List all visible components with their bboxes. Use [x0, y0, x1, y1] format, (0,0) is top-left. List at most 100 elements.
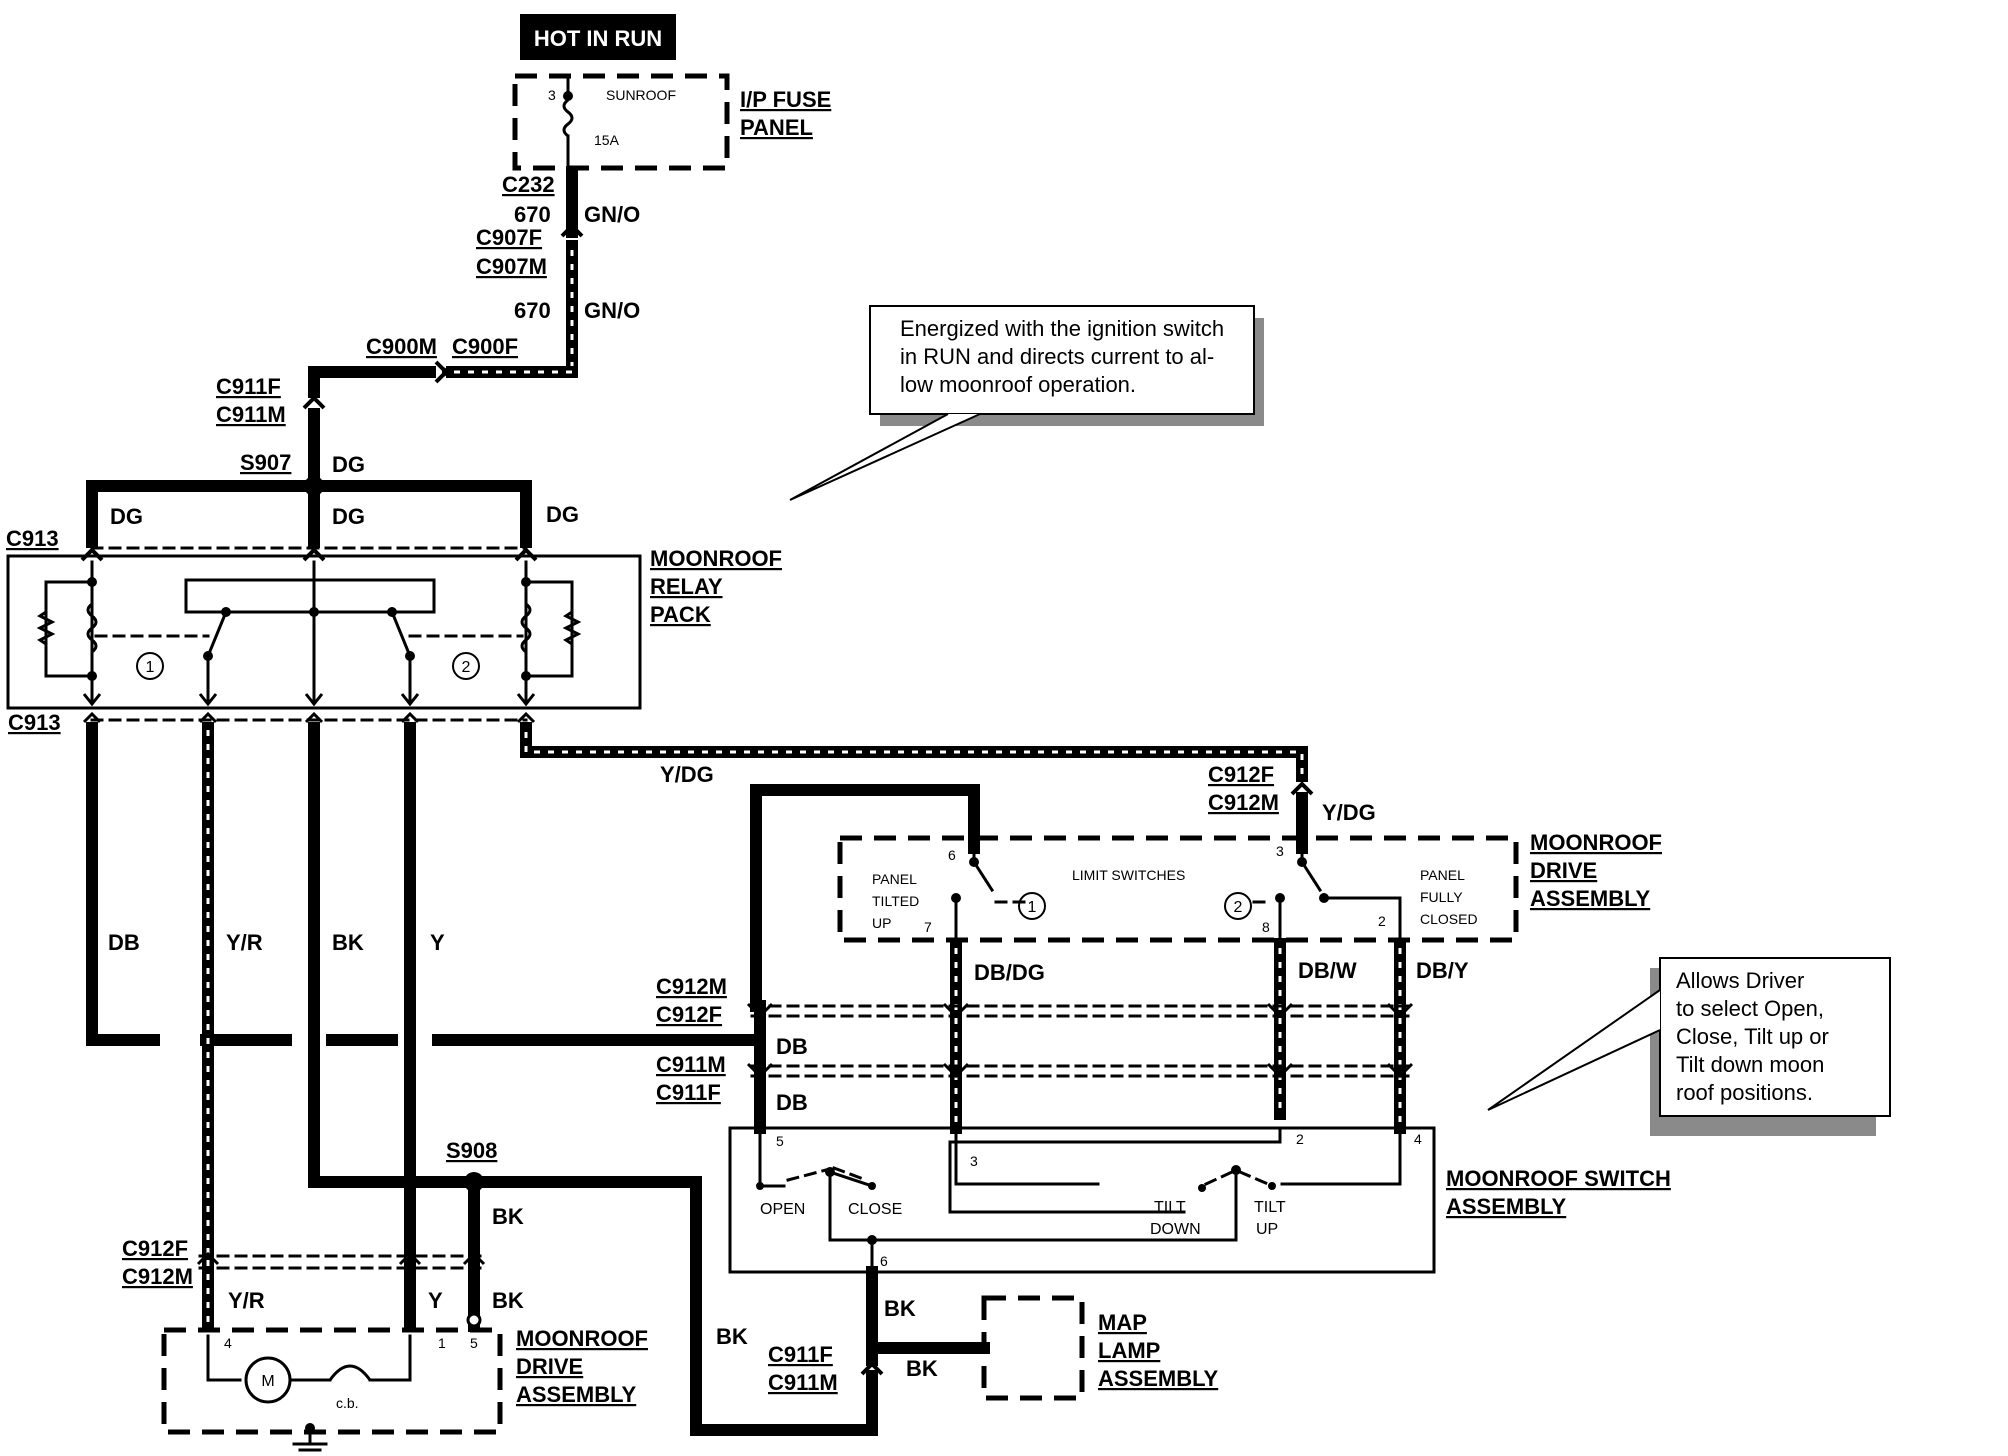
- motor-label: M: [261, 1373, 274, 1390]
- hot-in-run-banner: HOT IN RUN: [520, 14, 676, 60]
- drive-top-pin7: 7: [924, 919, 932, 935]
- drive-to-switch-wires: DB/DG DB/W DB/Y DB DB C912M C912F C911M …: [656, 938, 1469, 1134]
- fuse-name: SUNROOF: [606, 87, 676, 103]
- dg-center: DG: [332, 504, 365, 529]
- circuit-670-b: 670: [514, 298, 551, 323]
- bk-switch: BK: [884, 1296, 916, 1321]
- db-y: DB/Y: [1416, 958, 1469, 983]
- relay-note-callout: Energized with the ignition switch in RU…: [789, 305, 1264, 501]
- y-r-motor: Y/R: [228, 1288, 265, 1313]
- panel-closed-1: PANEL: [1420, 867, 1465, 883]
- fuse-panel-label-2: PANEL: [740, 115, 813, 140]
- switch-pin6: 6: [880, 1253, 888, 1269]
- cb-label: c.b.: [336, 1395, 359, 1411]
- panel-closed-2: FULLY: [1420, 889, 1463, 905]
- s907-dg-distribution: S907 DG DG DG DG C913: [6, 450, 579, 562]
- limit-switch-2: 2: [1234, 899, 1243, 916]
- relay-output-wires: C913 DB Y/R BK Y Y/DG: [8, 710, 1308, 1266]
- relay1-coil-icon: [86, 602, 98, 654]
- db-mid-1: DB: [776, 1034, 808, 1059]
- switch-close-label: CLOSE: [848, 1201, 902, 1218]
- switch-pin2: 2: [1296, 1131, 1304, 1147]
- c912m-right-label: C912M: [1208, 790, 1279, 815]
- panel-tilted-3: UP: [872, 915, 891, 931]
- c907m-label: C907M: [476, 254, 547, 279]
- switch-tilt-up-2: UP: [1256, 1221, 1278, 1238]
- db-dg: DB/DG: [974, 960, 1045, 985]
- dg-s907: DG: [332, 452, 365, 477]
- c911m-bottom-label: C911M: [768, 1370, 838, 1395]
- switch-note-line-4: Tilt down moon: [1676, 1052, 1824, 1077]
- bk-left: BK: [332, 930, 364, 955]
- switch-note-line-1: Allows Driver: [1676, 968, 1804, 993]
- relay2-resistor-icon: [562, 610, 582, 646]
- relay1-resistor-icon: [36, 610, 56, 646]
- map-lamp-label-2: LAMP: [1098, 1338, 1160, 1363]
- fuse-icon: [562, 98, 574, 138]
- drive-bottom-pin1: 1: [438, 1335, 446, 1351]
- relay1-number: 1: [146, 659, 155, 676]
- circuit-670-a: 670: [514, 202, 551, 227]
- limit-switch-1: 1: [1028, 899, 1037, 916]
- switch-pin4: 4: [1414, 1131, 1422, 1147]
- y-motor: Y: [428, 1288, 443, 1313]
- s908-label: S908: [446, 1138, 497, 1163]
- relay-pack-label-1: MOONROOF: [650, 546, 782, 571]
- connector-c907-icon: [560, 223, 584, 238]
- switch-assembly-label-1: MOONROOF SWITCH: [1446, 1166, 1671, 1191]
- moonroof-switch-assembly: 5 3 2 4 6 OPEN CLOSE TILT DOWN TILT UP M…: [728, 1126, 1671, 1274]
- drive-top-pin8: 8: [1262, 919, 1270, 935]
- drive-bottom-pin4: 4: [224, 1335, 232, 1351]
- c913-bottom-label: C913: [8, 710, 61, 735]
- c911f-mid-label: C911F: [656, 1080, 721, 1105]
- drive-bottom-label-1: MOONROOF: [516, 1326, 648, 1351]
- dg-left: DG: [110, 504, 143, 529]
- map-lamp-label-3: ASSEMBLY: [1098, 1366, 1219, 1391]
- switch-tilt-down-2: DOWN: [1150, 1221, 1201, 1238]
- c912f-mid-label: C912F: [656, 1002, 722, 1027]
- dg-right: DG: [546, 502, 579, 527]
- drive-top-label-3: ASSEMBLY: [1530, 886, 1651, 911]
- switch-tilt-up-1: TILT: [1254, 1199, 1286, 1216]
- s907-label: S907: [240, 450, 291, 475]
- switch-note-line-2: to select Open,: [1676, 996, 1824, 1021]
- c907f-label: C907F: [476, 225, 542, 250]
- c912m-mid-label: C912M: [656, 974, 727, 999]
- fuse-rating: 15A: [594, 132, 620, 148]
- relay2-coil-icon: [520, 602, 532, 654]
- db-left: DB: [108, 930, 140, 955]
- switch-pin3: 3: [970, 1153, 978, 1169]
- connector-c911-top-icon: [302, 395, 326, 410]
- relay-pack-label-2: RELAY: [650, 574, 723, 599]
- c900f-label: C900F: [452, 334, 518, 359]
- c912f-left-label: C912F: [122, 1236, 188, 1261]
- drive-bottom-pin5: 5: [470, 1335, 478, 1351]
- c911m-top-label: C911M: [216, 402, 286, 427]
- c911f-bottom-label: C911F: [768, 1342, 833, 1367]
- switch-note-line-5: roof positions.: [1676, 1080, 1813, 1105]
- fuse-panel-label-1: I/P FUSE: [740, 87, 831, 112]
- hot-in-run-label: HOT IN RUN: [534, 26, 662, 51]
- bk-s908: BK: [492, 1204, 524, 1229]
- switch-note-callout: Allows Driver to select Open, Close, Til…: [1487, 957, 1891, 1136]
- switch-pin5: 5: [776, 1133, 784, 1149]
- y-dg-vertical: Y/DG: [1322, 800, 1376, 825]
- drive-bottom-label-3: ASSEMBLY: [516, 1382, 637, 1407]
- c911f-top-label: C911F: [216, 374, 281, 399]
- relay-note-line-3: low moonroof operation.: [900, 372, 1136, 397]
- c912f-right-label: C912F: [1208, 762, 1274, 787]
- bk-map: BK: [906, 1356, 938, 1381]
- fuse-pin: 3: [548, 87, 556, 103]
- c911m-mid-label: C911M: [656, 1052, 726, 1077]
- switch-open-label: OPEN: [760, 1201, 805, 1218]
- panel-tilted-1: PANEL: [872, 871, 917, 887]
- map-lamp-label-1: MAP: [1098, 1310, 1147, 1335]
- switch-assembly-label-2: ASSEMBLY: [1446, 1194, 1567, 1219]
- drive-top-pin3: 3: [1276, 843, 1284, 859]
- relay2-number: 2: [462, 659, 471, 676]
- relay-pack-label-3: PACK: [650, 602, 711, 627]
- c900m-label: C900M: [366, 334, 437, 359]
- s908-bk-wiring: S908 BK BK BK C912F C912M BK BK C911F C9…: [122, 1138, 990, 1436]
- y-left: Y: [430, 930, 445, 955]
